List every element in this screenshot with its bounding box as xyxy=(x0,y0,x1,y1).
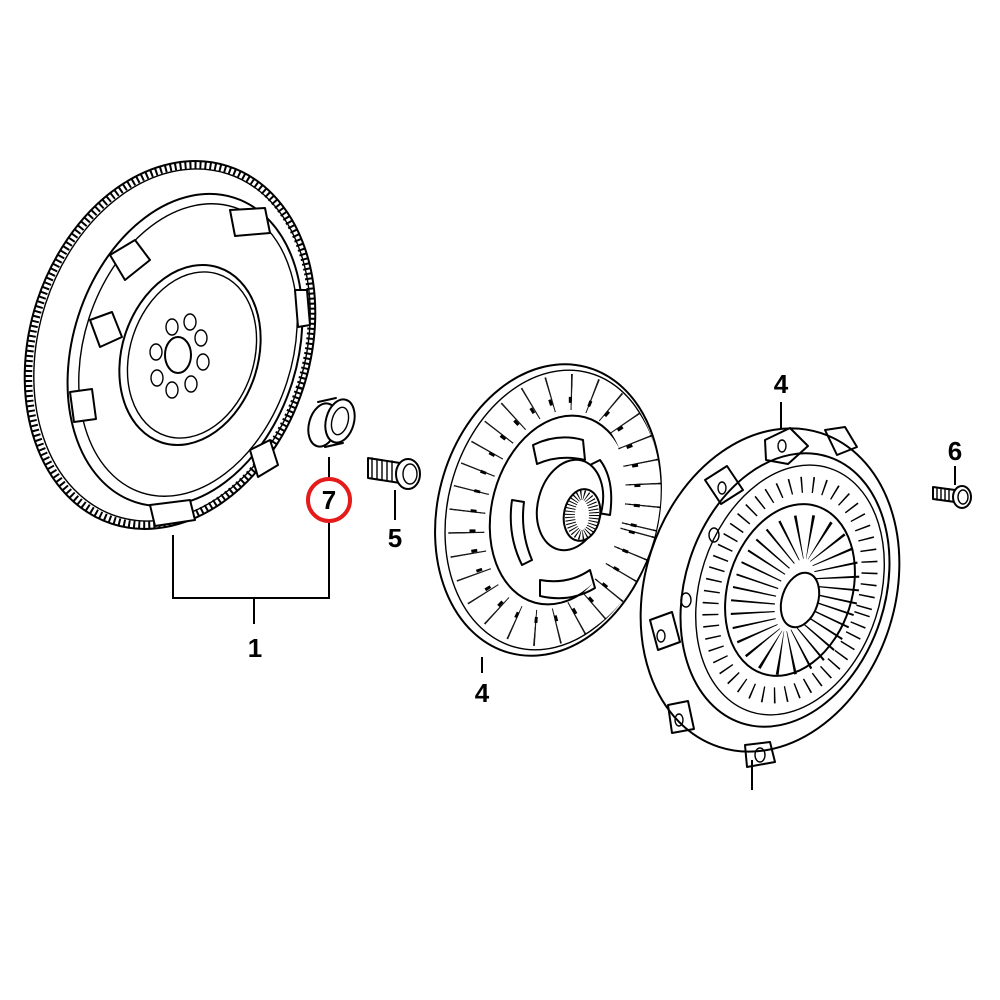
pressure-plate-bolt xyxy=(932,485,972,509)
callout-1[interactable]: 1 xyxy=(247,633,263,663)
callout-5[interactable]: 5 xyxy=(387,523,403,553)
clutch-disc xyxy=(434,363,662,657)
callout-6[interactable]: 6 xyxy=(947,436,963,466)
leader-lines xyxy=(172,402,956,790)
callout-7[interactable]: 7 xyxy=(321,485,337,515)
callout-4-plate[interactable]: 4 xyxy=(773,369,789,399)
pressure-plate xyxy=(639,426,901,768)
highlight-ring xyxy=(306,477,352,523)
pilot-bearing xyxy=(307,397,356,448)
flywheel xyxy=(23,160,317,530)
callout-4-disc[interactable]: 4 xyxy=(474,678,490,708)
flywheel-bolt xyxy=(367,457,421,490)
